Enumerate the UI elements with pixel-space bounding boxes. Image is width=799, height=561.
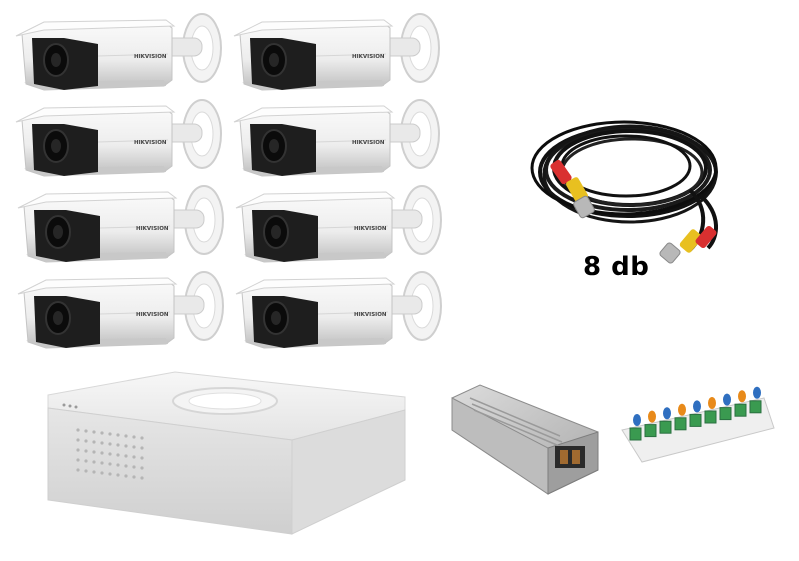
board-terminal xyxy=(704,397,717,424)
brand-logo: HIKVISION xyxy=(352,140,385,146)
board-terminal xyxy=(644,410,657,438)
board-terminal xyxy=(749,386,762,414)
bullet-camera: HIKVISION xyxy=(235,185,442,263)
brand-logo: HIKVISION xyxy=(134,140,167,146)
brand-logo: HIKVISION xyxy=(352,54,385,60)
board-terminal xyxy=(719,393,732,421)
camera-group: HIKVISION HIKVISION HIKVISION HIKVISION HIKV… xyxy=(15,13,442,349)
brand-logo: HIKVISION xyxy=(134,54,167,60)
cable-coil xyxy=(530,120,719,252)
cable-quantity-label: 8 db xyxy=(583,252,650,282)
brand-logo: HIKVISION xyxy=(354,312,387,318)
dvr-vent-grille xyxy=(76,428,144,480)
bullet-camera: HIKVISION xyxy=(15,99,222,177)
bullet-camera: HIKVISION xyxy=(233,13,440,91)
psu-vent-lines xyxy=(469,397,565,449)
board-terminal xyxy=(674,403,687,431)
power-supply-unit xyxy=(451,384,599,495)
brand-logo: HIKVISION xyxy=(354,226,387,232)
bullet-camera: HIKVISION xyxy=(17,185,224,263)
cable-connector-left xyxy=(550,159,595,219)
brand-logo: HIKVISION xyxy=(136,226,169,232)
bullet-camera: HIKVISION xyxy=(235,271,442,349)
dvr-recorder xyxy=(47,371,406,535)
dvr-status-leds xyxy=(62,403,78,409)
bullet-camera: HIKVISION xyxy=(15,13,222,91)
board-terminal xyxy=(629,414,642,441)
board-terminal xyxy=(659,407,672,434)
bullet-camera: HIKVISION xyxy=(17,271,224,349)
cable-connector-right xyxy=(659,225,717,264)
board-terminal xyxy=(689,400,702,427)
board-terminal xyxy=(734,390,747,417)
power-distribution-board xyxy=(621,386,775,463)
psu-terminal-block xyxy=(555,446,585,468)
brand-logo: HIKVISION xyxy=(136,312,169,318)
bullet-camera: HIKVISION xyxy=(233,99,440,177)
